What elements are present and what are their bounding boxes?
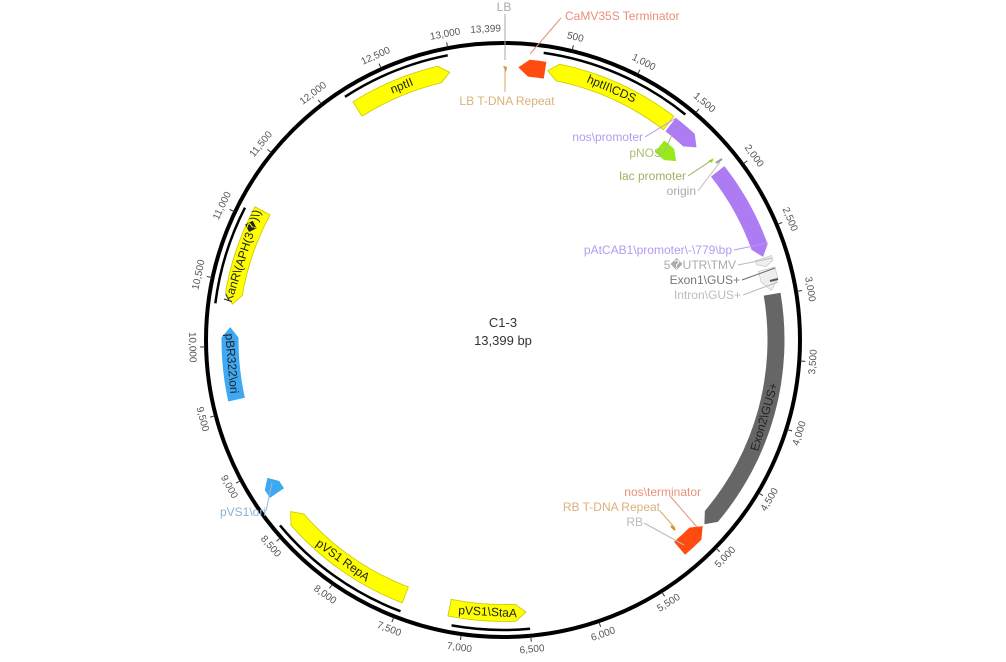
tick-mark	[459, 634, 462, 641]
feature-arrow[interactable]	[546, 63, 675, 131]
label-rb-tdna-repeat[interactable]: RB T-DNA Repeat	[563, 500, 661, 514]
exon1-marker[interactable]	[769, 278, 779, 282]
origin-marker[interactable]	[715, 158, 723, 164]
feature-arrow[interactable]	[352, 65, 451, 117]
pvs1ori-line	[265, 482, 273, 512]
feature-arrow[interactable]	[518, 59, 547, 79]
tick-label: 9,500	[194, 406, 211, 433]
tick-mark	[598, 621, 602, 628]
tick-label: 10,500	[190, 258, 207, 291]
rb-repeat-line	[659, 510, 676, 529]
label-camv35s-terminator[interactable]: CaMV35S Terminator	[565, 9, 680, 23]
label-lb[interactable]: LB	[497, 0, 512, 14]
tick-mark	[329, 583, 333, 589]
rb-repeat-marker[interactable]	[670, 525, 676, 531]
label-nos-promoter[interactable]: nos\promoter	[572, 130, 643, 144]
tick-mark	[777, 221, 783, 225]
tick-mark	[637, 69, 641, 75]
label-intron-gus[interactable]: Intron\GUS+	[674, 288, 741, 302]
tick-mark	[209, 415, 215, 418]
tick-mark	[391, 617, 395, 623]
tick-mark	[796, 290, 803, 292]
tick-label: 4,000	[791, 419, 809, 447]
tick-mark	[317, 99, 322, 105]
feature-arrow[interactable]	[447, 598, 527, 622]
label-5utr-tmv[interactable]: 5�UTR\TMV	[664, 258, 736, 272]
tick-mark	[571, 45, 574, 51]
tick-mark	[742, 160, 748, 165]
feature-arrow[interactable]	[674, 526, 703, 555]
tick-mark	[267, 149, 272, 153]
label-pvs1-ori[interactable]: pVS1\ori	[220, 505, 266, 519]
tick-label: 9,000	[218, 473, 240, 501]
tick-label: 6,000	[590, 625, 618, 644]
plasmid-name: C1-3	[489, 315, 517, 330]
strand-arc	[279, 524, 401, 613]
strand-arc	[451, 624, 531, 632]
backbone	[204, 41, 802, 639]
tick-mark	[206, 275, 212, 278]
tick-label: 7,500	[375, 620, 403, 640]
feature-arrow[interactable]	[704, 292, 785, 525]
tick-label: 3,000	[802, 276, 817, 303]
feature-labels: LB CaMV35S Terminator LB T-DNA Repeat no…	[220, 0, 741, 529]
tick-mark	[715, 547, 721, 553]
tick-mark	[235, 480, 241, 484]
rb-line	[643, 522, 685, 546]
origin-line	[697, 161, 721, 192]
lac-line	[687, 159, 713, 177]
feature-arrow[interactable]	[264, 477, 284, 498]
intron-line	[742, 281, 779, 296]
tick-label: 4,500	[759, 486, 782, 513]
tick-mark	[661, 591, 666, 597]
tick-label: 5,500	[655, 592, 682, 615]
nos-promoter-line	[644, 117, 677, 138]
tick-label: 6,500	[519, 643, 545, 656]
callout-lines	[265, 14, 779, 546]
plasmid-length: 13,399 bp	[474, 333, 532, 348]
feature-label: pVS1\StaA	[458, 603, 517, 620]
tick-label: 7,000	[446, 641, 473, 655]
feature-arrow[interactable]	[221, 327, 245, 402]
feature-label: pBR322\ori	[222, 333, 241, 394]
feature-arrow[interactable]	[225, 206, 271, 305]
tick-mark	[276, 537, 281, 542]
tick-label: 3,500	[807, 349, 820, 375]
backbone-circle	[204, 41, 802, 639]
strand-arc	[214, 207, 247, 304]
feature-arrow[interactable]	[290, 511, 409, 604]
tick-label: 13,000	[429, 26, 462, 43]
label-pnos[interactable]: pNOS	[629, 146, 662, 160]
strand-arc	[344, 54, 448, 98]
pnos-line	[663, 134, 673, 153]
feature-arrow[interactable]	[665, 117, 697, 148]
tick-label: 2,500	[780, 206, 800, 234]
feature-arrow[interactable]	[711, 166, 768, 257]
label-nos-terminator[interactable]: nos\terminator	[624, 485, 701, 499]
tick-mark	[695, 108, 700, 114]
strand-arc	[543, 51, 687, 116]
tick-label: 1,000	[630, 52, 658, 73]
tick-mark	[378, 63, 382, 69]
tick-mark	[229, 208, 235, 212]
tick-label: 10,000	[186, 332, 198, 363]
tick-mark	[758, 492, 764, 497]
utr-line	[737, 257, 773, 266]
tick-mark	[446, 42, 449, 48]
label-lb-tdna-repeat[interactable]: LB T-DNA Repeat	[459, 94, 555, 108]
camv-line	[529, 17, 562, 55]
nos-term-line	[669, 495, 698, 528]
exon1-line	[741, 267, 776, 281]
patcab-line	[733, 242, 769, 251]
feature-arrow[interactable]	[654, 140, 677, 162]
label-rb[interactable]: RB	[626, 515, 643, 529]
tick-label: 500	[566, 30, 585, 45]
label-origin[interactable]: origin	[667, 184, 696, 198]
label-exon1-gus[interactable]: Exon1\GUS+	[670, 273, 740, 287]
origin-tick-label: 13,399	[470, 23, 502, 36]
tick-mark	[787, 428, 793, 432]
label-lac-promoter[interactable]: lac promoter	[619, 169, 686, 183]
label-patcab1-promoter[interactable]: pAtCAB1\promoter\-\779\bp	[584, 243, 732, 257]
